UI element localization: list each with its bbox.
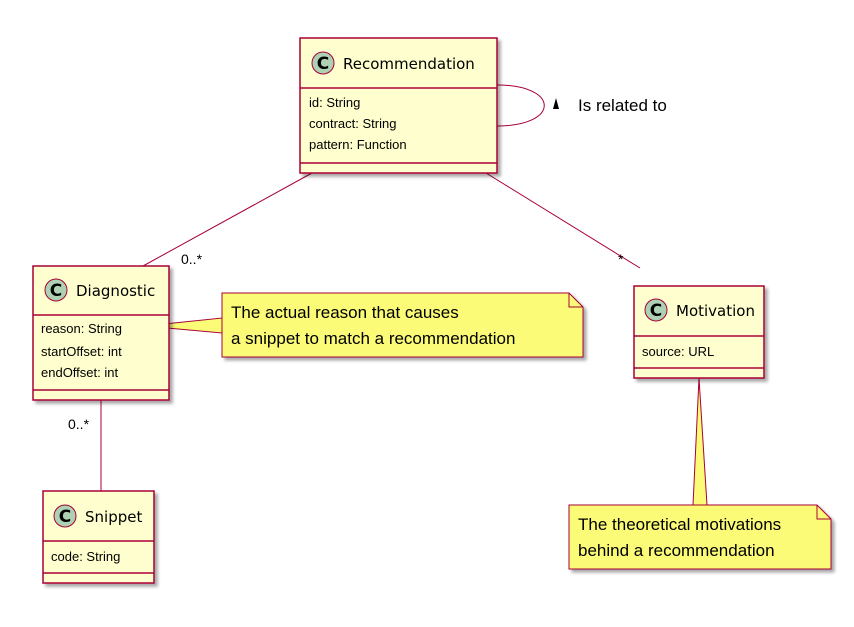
note-fold — [568, 293, 583, 308]
class-snippet[interactable]: C Snippet code: String — [42, 490, 155, 584]
class-badge-icon — [53, 504, 77, 528]
association-self-loop — [496, 84, 545, 127]
class-name: Diagnostic — [76, 282, 155, 300]
class-badge-letter: C — [317, 54, 329, 74]
class-attribute: source: URL — [642, 344, 714, 359]
class-diagnostic[interactable]: C Diagnostic reason: String startOffset:… — [32, 265, 170, 401]
note-line: behind a recommendation — [578, 541, 775, 560]
note-box — [568, 504, 832, 570]
multiplicity-label-diagnostic: 0..* — [181, 251, 203, 267]
note-diagnostic-reason: The actual reason that causes a snippet … — [221, 292, 584, 358]
class-name: Recommendation — [343, 55, 475, 73]
note-line: a snippet to match a recommendation — [231, 329, 515, 348]
class-badge-letter: C — [59, 507, 71, 527]
class-attribute: contract: String — [309, 116, 396, 131]
association-recommendation-diagnostic — [142, 172, 313, 267]
note-fold — [816, 505, 831, 520]
multiplicity-label-snippet: 0..* — [68, 416, 90, 432]
class-attribute: endOffset: int — [41, 365, 118, 380]
class-badge-icon — [644, 298, 668, 322]
association-label-self: Is related to — [578, 96, 667, 115]
note-motivation: The theoretical motivations behind a rec… — [568, 504, 832, 570]
class-attribute: startOffset: int — [41, 344, 122, 359]
class-attribute: reason: String — [41, 321, 122, 336]
class-attribute: id: String — [309, 95, 360, 110]
class-badge-icon — [311, 51, 335, 75]
class-badge-letter: C — [650, 301, 662, 321]
multiplicity-label-motivation: * — [618, 251, 624, 267]
class-recommendation[interactable]: C Recommendation id: String contract: St… — [299, 37, 498, 174]
note-line: The theoretical motivations — [578, 515, 781, 534]
class-badge-letter: C — [50, 281, 62, 301]
class-attribute: code: String — [51, 549, 120, 564]
class-box — [42, 490, 155, 584]
class-motivation[interactable]: C Motivation source: URL — [633, 285, 765, 379]
note-connector-motivation — [692, 377, 708, 506]
class-name: Motivation — [676, 302, 755, 320]
class-attribute: pattern: Function — [309, 137, 407, 152]
association-recommendation-motivation — [485, 172, 641, 269]
note-box — [221, 292, 584, 358]
class-name: Snippet — [85, 508, 142, 526]
direction-arrow-icon — [553, 98, 559, 109]
class-badge-icon — [44, 278, 68, 302]
note-line: The actual reason that causes — [231, 303, 459, 322]
